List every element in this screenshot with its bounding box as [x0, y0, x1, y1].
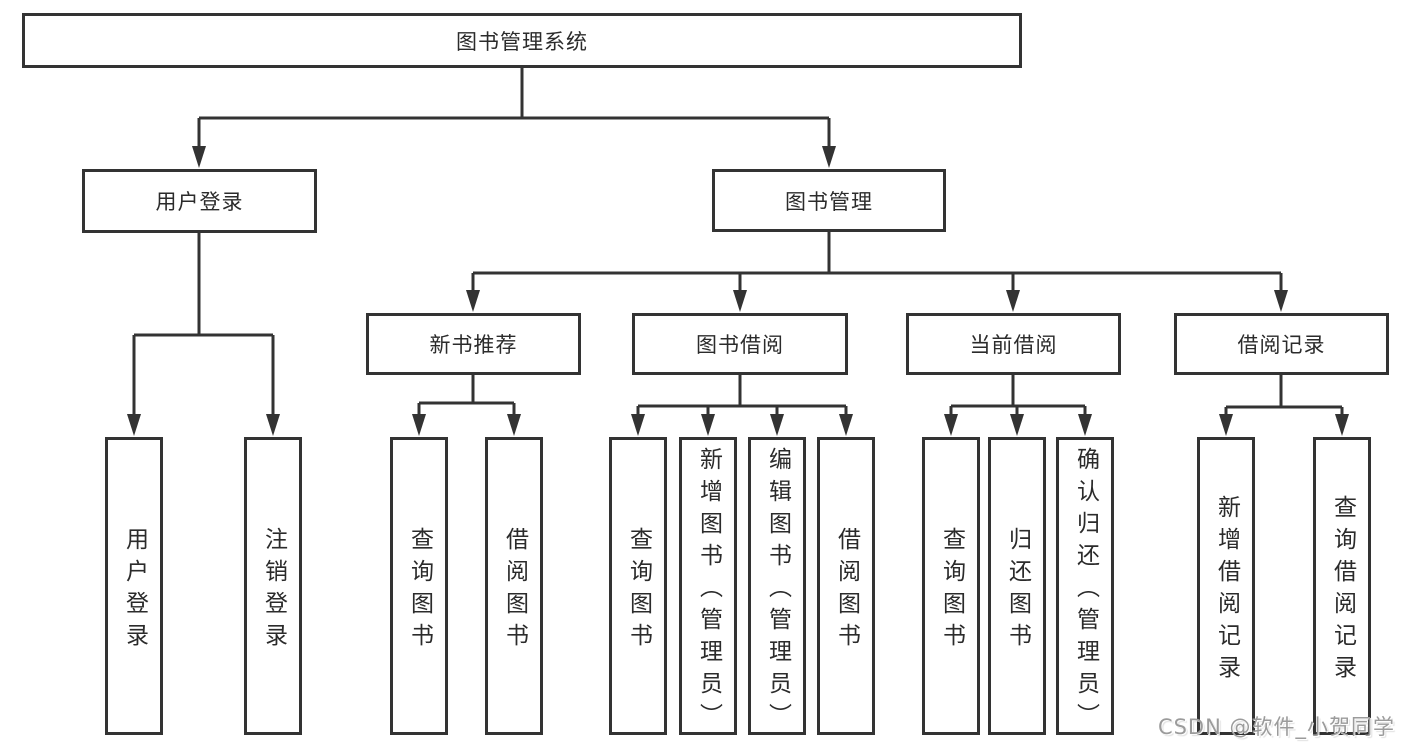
leaf-label: 借阅图书: [501, 526, 528, 655]
leaf-label: 确认归还（管理员）: [1072, 446, 1099, 735]
leaf-label: 查询图书: [625, 526, 652, 655]
leaf-user-login: 用户登录: [105, 437, 163, 735]
leaf-label: 查询图书: [406, 526, 433, 655]
node-book-borrow: 图书借阅: [632, 313, 848, 375]
leaf-borrow-books-recommend: 借阅图书: [485, 437, 543, 735]
leaf-label: 注销登录: [260, 526, 287, 655]
node-new-book-recommend: 新书推荐: [366, 313, 581, 375]
leaf-label: 查询图书: [938, 526, 965, 655]
leaf-label: 新增图书（管理员）: [695, 446, 722, 735]
leaf-query-books-recommend: 查询图书: [390, 437, 448, 735]
leaf-edit-books-admin: 编辑图书（管理员）: [748, 437, 806, 735]
node-current-borrow: 当前借阅: [906, 313, 1121, 375]
node-root-system: 图书管理系统: [22, 13, 1022, 68]
connector-lines: [132, 68, 1344, 420]
leaf-logout: 注销登录: [244, 437, 302, 735]
leaf-borrow-books: 借阅图书: [817, 437, 875, 735]
leaf-add-borrow-record: 新增借阅记录: [1197, 437, 1255, 735]
node-user-login: 用户登录: [82, 169, 317, 233]
leaf-label: 新增借阅记录: [1213, 494, 1240, 687]
leaf-add-books-admin: 新增图书（管理员）: [679, 437, 737, 735]
node-book-management: 图书管理: [712, 169, 946, 232]
leaf-query-borrow-record: 查询借阅记录: [1313, 437, 1371, 735]
leaf-query-books-borrow: 查询图书: [609, 437, 667, 735]
leaf-label: 归还图书: [1004, 526, 1031, 655]
node-borrow-records: 借阅记录: [1174, 313, 1389, 375]
leaf-query-books-current: 查询图书: [922, 437, 980, 735]
leaf-return-books: 归还图书: [988, 437, 1046, 735]
leaf-label: 查询借阅记录: [1329, 494, 1356, 687]
connector-arrowheads: [127, 146, 1349, 436]
leaf-label: 编辑图书（管理员）: [764, 446, 791, 735]
leaf-label: 借阅图书: [833, 526, 860, 655]
leaf-label: 用户登录: [121, 526, 148, 655]
leaf-confirm-return-admin: 确认归还（管理员）: [1056, 437, 1114, 735]
csdn-watermark: CSDN @软件_小贺同学: [1157, 715, 1395, 739]
